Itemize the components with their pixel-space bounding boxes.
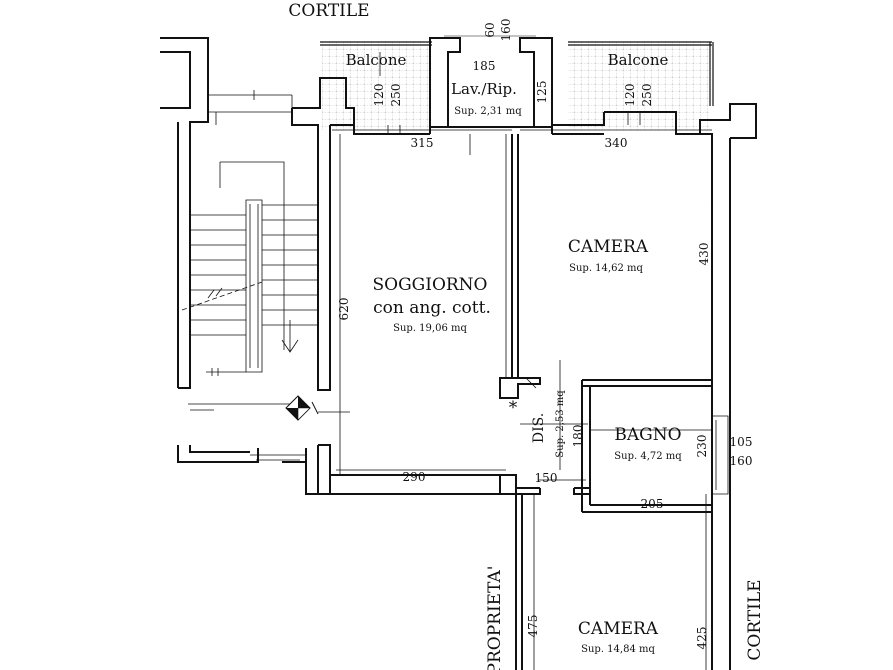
balcone-left-floor — [322, 42, 432, 130]
camera-bottom-label: CAMERA — [578, 619, 659, 639]
camera-top-area: Sup. 14,62 mq — [569, 263, 643, 274]
dim-430: 430 — [697, 243, 711, 266]
lavanderia-label: Lav./Rip. — [451, 80, 517, 98]
cortile-right-label: CORTILE — [745, 579, 765, 660]
camera-bottom-area: Sup. 14,84 mq — [581, 644, 655, 655]
dim-205: 205 — [641, 497, 664, 511]
walls — [160, 37, 757, 670]
camera-top-label: CAMERA — [568, 237, 649, 257]
dim-160-top: 160 — [499, 19, 513, 42]
dim-185: 185 — [473, 59, 496, 73]
door-windows — [332, 35, 729, 670]
soggiorno-label: SOGGIORNO — [372, 275, 487, 295]
balcone-left-label: Balcone — [346, 51, 407, 69]
dim-315: 315 — [411, 136, 434, 150]
dim-340: 340 — [605, 136, 628, 150]
entrance-marker — [285, 395, 319, 421]
dim-250-right: 250 — [640, 84, 654, 107]
balcone-right-floor — [568, 42, 710, 130]
bagno-label: BAGNO — [614, 425, 681, 445]
dim-180: 180 — [571, 425, 585, 448]
dim-230: 230 — [695, 435, 709, 458]
dim-290: 290 — [403, 470, 426, 484]
dim-250-left: 250 — [389, 84, 403, 107]
dim-150: 150 — [535, 471, 558, 485]
dim-60: 60 — [483, 22, 497, 37]
balcony-railings — [320, 41, 714, 106]
proprieta-label: PROPRIETA' — [485, 566, 505, 670]
dim-120-right: 120 — [623, 84, 637, 107]
dim-120-left: 120 — [372, 84, 386, 107]
asterisk-mark: * — [509, 398, 518, 418]
dim-425: 425 — [695, 627, 709, 650]
balcone-right-label: Balcone — [608, 51, 669, 69]
disimpegno-label: DIS. — [531, 413, 547, 443]
cortile-top-label: CORTILE — [288, 1, 369, 21]
dim-620: 620 — [337, 298, 351, 321]
dim-125: 125 — [535, 81, 549, 104]
disimpegno-area: Sup. 2,53 mq — [555, 390, 566, 458]
dim-160-right: 160 — [730, 454, 753, 468]
soggiorno-area: Sup. 19,06 mq — [393, 323, 467, 334]
lavanderia-area: Sup. 2,31 mq — [454, 106, 522, 117]
bagno-area: Sup. 4,72 mq — [614, 451, 682, 462]
dim-105: 105 — [730, 435, 753, 449]
stair-details — [181, 52, 381, 461]
dim-475: 475 — [526, 615, 540, 638]
soggiorno-label-2: con ang. cott. — [373, 298, 491, 318]
